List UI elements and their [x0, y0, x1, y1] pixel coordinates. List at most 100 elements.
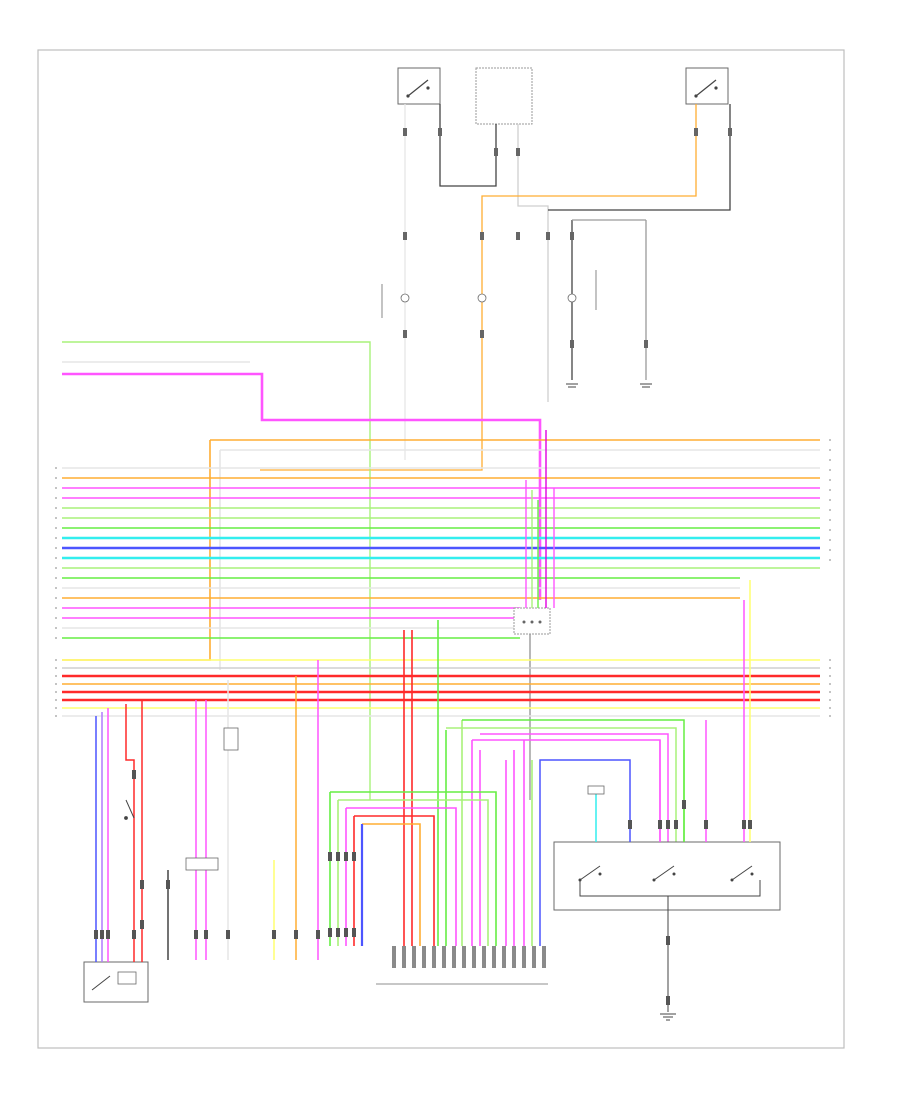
connector-feed-loops — [329, 791, 497, 946]
connector-stub — [100, 930, 104, 939]
connector-stub — [628, 820, 632, 829]
bus-terminal — [829, 715, 831, 717]
connector-stub — [682, 800, 686, 809]
connector-pin — [432, 946, 436, 968]
bus-terminal — [55, 567, 57, 569]
bus-terminal — [55, 683, 57, 685]
connector-stub — [204, 930, 208, 939]
connector-stub — [674, 820, 678, 829]
switch-top-left — [397, 67, 441, 105]
bus-terminal — [829, 683, 831, 685]
connector-pin — [482, 946, 486, 968]
connector-stub — [166, 880, 170, 889]
connector-pin — [462, 946, 466, 968]
vertical-wire — [480, 733, 669, 842]
descending-wires — [403, 620, 685, 946]
relay-small — [185, 857, 219, 871]
left-upper-wires — [62, 341, 542, 800]
connector-stub — [344, 852, 348, 861]
connector-stub — [336, 928, 340, 937]
bus-terminal — [829, 469, 831, 471]
connector-stub — [226, 930, 230, 939]
bus-terminal — [55, 607, 57, 609]
connector-pin — [502, 946, 506, 968]
bus-terminal — [829, 675, 831, 677]
bus-terminal — [55, 467, 57, 469]
module-top-center — [475, 67, 533, 125]
bus-terminal — [829, 667, 831, 669]
right-upper-bus — [62, 439, 820, 670]
motor-feed-wires — [95, 660, 319, 962]
bus-terminal — [829, 691, 831, 693]
connector-stub — [352, 852, 356, 861]
relay-left — [223, 727, 239, 751]
bus-terminal — [829, 707, 831, 709]
bus-terminal — [55, 675, 57, 677]
connector-stub — [742, 820, 746, 829]
bus-terminal — [829, 539, 831, 541]
bus-terminal — [829, 659, 831, 661]
bus-terminal — [55, 707, 57, 709]
bus-terminal — [55, 517, 57, 519]
connector-pin — [422, 946, 426, 968]
bus-terminal — [55, 617, 57, 619]
switch-top-right — [685, 67, 729, 105]
bus-terminal — [829, 489, 831, 491]
bus-terminal — [829, 439, 831, 441]
bus-terminal — [55, 507, 57, 509]
connector-stub-markers — [94, 770, 752, 1005]
bus-terminals — [55, 439, 831, 717]
bus-terminal — [829, 479, 831, 481]
lower-horizontal-bus — [62, 659, 820, 717]
connector-stub — [328, 928, 332, 937]
bus-terminal — [55, 627, 57, 629]
top-wiring — [260, 104, 731, 471]
connector-pin — [392, 946, 396, 968]
top-fuse-circles — [400, 293, 577, 303]
connector-stub — [666, 820, 670, 829]
bus-terminal — [55, 547, 57, 549]
bus-terminal — [55, 667, 57, 669]
connector-stub — [132, 770, 136, 779]
connector-pin — [452, 946, 456, 968]
connector-stub — [140, 880, 144, 889]
bus-terminal — [829, 549, 831, 551]
bus-terminal — [55, 637, 57, 639]
bus-terminal — [55, 557, 57, 559]
connector-stub — [106, 930, 110, 939]
bus-terminal — [829, 509, 831, 511]
ground-top-right — [566, 383, 652, 388]
connector-pin — [492, 946, 496, 968]
connector-stub — [328, 852, 332, 861]
bus-terminal — [55, 691, 57, 693]
connector-pin — [512, 946, 516, 968]
bus-terminal — [55, 659, 57, 661]
ground-bottom-right — [660, 1013, 676, 1021]
connector-pin — [402, 946, 406, 968]
connector-pin — [472, 946, 476, 968]
bus-terminal — [829, 529, 831, 531]
switch-assembly-feed — [539, 580, 751, 946]
vertical-wire — [446, 727, 677, 842]
junction-center — [513, 607, 551, 635]
bus-terminal — [829, 699, 831, 701]
connector-pin — [542, 946, 546, 968]
connector-stub — [294, 930, 298, 939]
connector-stub — [344, 928, 348, 937]
bus-terminal — [55, 527, 57, 529]
switch-assembly-right — [553, 841, 781, 1012]
connector-stub — [336, 852, 340, 861]
connector-stub — [666, 936, 670, 945]
switch-left-mid — [124, 799, 135, 820]
junction-vertical-wires — [525, 430, 555, 800]
connector-stub — [316, 930, 320, 939]
bus-terminal — [829, 459, 831, 461]
bus-terminal — [55, 537, 57, 539]
connector-stub — [94, 930, 98, 939]
connector-stub — [704, 820, 708, 829]
connector-stub — [352, 928, 356, 937]
diagram-frame — [37, 49, 845, 1049]
bus-terminal — [55, 577, 57, 579]
top-connector-stubs — [403, 128, 732, 348]
